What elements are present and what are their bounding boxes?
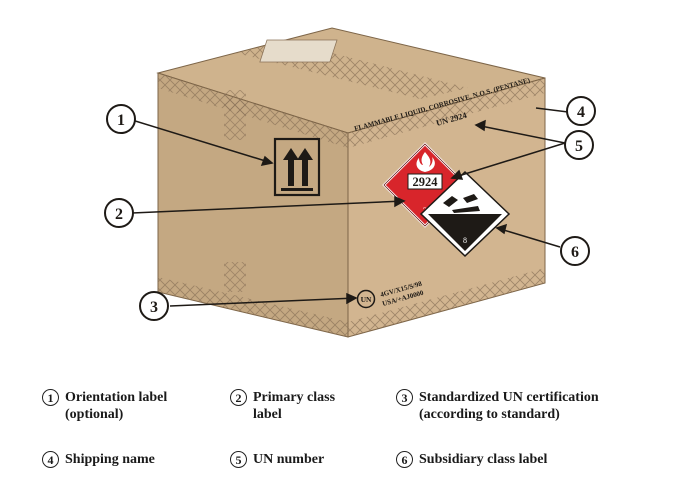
legend-line1: Orientation label	[65, 390, 168, 405]
legend-number: 4	[42, 451, 59, 468]
top-label-sticker	[259, 39, 338, 63]
legend-line1: Primary class	[253, 390, 336, 405]
svg-text:3: 3	[150, 299, 158, 316]
svg-text:2: 2	[115, 206, 123, 223]
legend-number: 1	[42, 389, 59, 406]
callout-5: 5	[564, 130, 594, 160]
legend-line1: Shipping name	[65, 452, 155, 467]
legend-item-5: 5 UN number	[230, 451, 380, 468]
legend-line1: UN number	[253, 452, 325, 467]
svg-text:1: 1	[117, 112, 125, 129]
tape-bottom-front	[158, 277, 348, 337]
legend-item-1: 1 Orientation label (optional)	[42, 389, 212, 423]
legend-number: 2	[230, 389, 247, 406]
callout-2: 2	[104, 198, 134, 228]
legend-number: 3	[396, 389, 413, 406]
hazard-label-number: 2924	[413, 175, 439, 189]
subsidiary-hazard-label: 8	[419, 170, 511, 258]
legend-line2: (according to standard)	[419, 407, 560, 422]
callout-leaders	[131, 107, 569, 307]
tape-top-edge-front	[158, 73, 348, 148]
legend-line2: (optional)	[65, 407, 124, 422]
legend-line1: Standardized UN certification	[419, 390, 599, 405]
svg-text:5: 5	[575, 138, 583, 155]
legend-line1: Subsidiary class label	[419, 452, 548, 467]
corrosive-icon	[443, 194, 480, 213]
svg-text:4: 4	[577, 104, 585, 121]
legend-number: 6	[396, 451, 413, 468]
callout-6: 6	[560, 236, 590, 266]
tape-top-edge-side	[348, 78, 545, 148]
tape-bottom-side	[348, 268, 545, 337]
legend-line2: label	[253, 407, 282, 422]
flame-icon	[416, 152, 435, 172]
legend-item-3: 3 Standardized UN certification (accordi…	[396, 389, 686, 423]
legend-item-2: 2 Primary class label	[230, 389, 380, 423]
callout-1: 1	[106, 104, 136, 134]
legend-item-4: 4 Shipping name	[42, 451, 212, 468]
subsidiary-label-class: 8	[463, 236, 467, 245]
callout-3: 3	[139, 291, 169, 321]
orientation-arrows-icon	[273, 137, 321, 197]
callout-4: 4	[566, 96, 596, 126]
tape-front-vertical	[224, 90, 246, 140]
legend-number: 5	[230, 451, 247, 468]
svg-text:6: 6	[571, 244, 579, 261]
tape-front-vertical-low	[224, 262, 246, 292]
legend-item-6: 6 Subsidiary class label	[396, 451, 686, 468]
un-symbol: UN	[361, 295, 372, 304]
